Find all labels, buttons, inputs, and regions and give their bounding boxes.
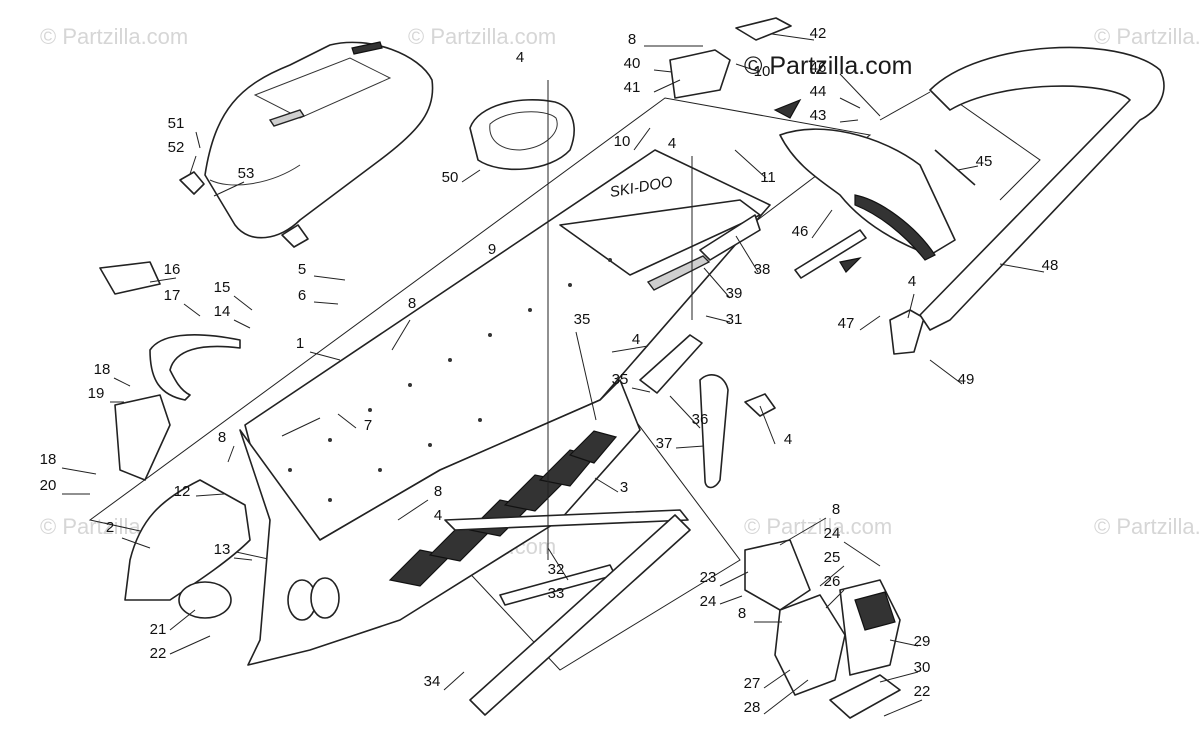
callout-label: 25 xyxy=(824,549,841,566)
callout-label: 10 xyxy=(754,63,771,80)
callout-label: 34 xyxy=(424,673,441,690)
callout-label: 24 xyxy=(700,593,717,610)
watermark: © Partzilla.com xyxy=(408,24,556,49)
callout-label: 37 xyxy=(656,435,673,452)
callout-label: 31 xyxy=(726,311,743,328)
callout-label: 48 xyxy=(1042,257,1059,274)
watermark: © Partzilla.com xyxy=(1094,514,1200,539)
watermark: © Partzilla.com xyxy=(40,24,188,49)
callout-label: 36 xyxy=(692,411,709,428)
seat xyxy=(179,41,434,248)
callout-label: 45 xyxy=(976,153,993,170)
callout-label: 38 xyxy=(754,261,771,278)
callout-label: 29 xyxy=(914,633,931,650)
callout-label: 40 xyxy=(624,55,641,72)
callout-label: 8 xyxy=(832,501,840,518)
callout-label: 49 xyxy=(958,371,975,388)
callout-label: 20 xyxy=(40,477,57,494)
callout-label: 7 xyxy=(364,417,372,434)
callout-label: 50 xyxy=(442,169,459,186)
callout-label: 28 xyxy=(744,699,761,716)
callout-label: 8 xyxy=(628,31,636,48)
callout-label: 4 xyxy=(784,431,792,448)
callout-label: 27 xyxy=(744,675,761,692)
storage-bag xyxy=(469,99,575,171)
callout-label: 6 xyxy=(298,287,306,304)
callout-label: 8 xyxy=(408,295,416,312)
callout-label: 1 xyxy=(296,335,304,352)
callout-label: 41 xyxy=(624,79,641,96)
callout-label: 10 xyxy=(614,133,631,150)
tunnel-cooler-fins xyxy=(388,430,618,587)
callout-label: 3 xyxy=(620,479,628,496)
callout-label: 43 xyxy=(810,107,827,124)
callout-label: 44 xyxy=(810,83,827,100)
callout-label: 47 xyxy=(838,315,855,332)
watermark: © Partzilla.com xyxy=(1094,24,1200,49)
callout-label: 46 xyxy=(792,223,809,240)
callout-label: 53 xyxy=(238,165,255,182)
left-brackets xyxy=(99,261,925,619)
callout-label: 9 xyxy=(488,241,496,258)
callout-label: 19 xyxy=(88,385,105,402)
callout-labels: 1234444445678888889101011121314151617181… xyxy=(40,25,1059,716)
callout-label: 30 xyxy=(914,659,931,676)
callout-label: 22 xyxy=(150,645,167,662)
callout-label: 52 xyxy=(168,139,185,156)
callout-label: 24 xyxy=(824,525,841,542)
callout-label: 33 xyxy=(548,585,565,602)
callout-label: 42 xyxy=(810,25,827,42)
tunnel-assembly: SKI-DOO xyxy=(239,149,771,666)
callout-label: 5 xyxy=(298,261,306,278)
watermark: © Partzilla.com xyxy=(744,514,892,539)
callout-label: 22 xyxy=(914,683,931,700)
callout-label: 4 xyxy=(908,273,916,290)
leader-lines xyxy=(61,33,1045,717)
callout-label: 32 xyxy=(548,561,565,578)
callout-label: 51 xyxy=(168,115,185,132)
callout-label: 17 xyxy=(164,287,181,304)
callout-label: 39 xyxy=(726,285,743,302)
callout-label: 18 xyxy=(40,451,57,468)
callout-label: 23 xyxy=(700,569,717,586)
callout-label: 16 xyxy=(164,261,181,278)
callout-label: 4 xyxy=(434,507,442,524)
callout-label: 8 xyxy=(434,483,442,500)
callout-label: 21 xyxy=(150,621,167,638)
callout-label: 35 xyxy=(612,371,629,388)
callout-label: 35 xyxy=(574,311,591,328)
callout-label: 14 xyxy=(214,303,231,320)
callout-label: 4 xyxy=(668,135,676,152)
callout-label: 12 xyxy=(174,483,191,500)
callout-label: 46 xyxy=(810,59,827,76)
callout-label: 4 xyxy=(516,49,524,66)
callout-label: 11 xyxy=(760,169,776,186)
callout-label: 26 xyxy=(824,573,841,590)
callout-label: 15 xyxy=(214,279,231,296)
callout-label: 8 xyxy=(218,429,226,446)
brand-watermark: © Partzilla.com xyxy=(744,52,912,80)
callout-label: 2 xyxy=(106,519,114,536)
callout-label: 18 xyxy=(94,361,111,378)
running-board-and-side-parts xyxy=(444,334,901,719)
rear-flap-and-bumper xyxy=(669,17,1165,331)
callout-label: 13 xyxy=(214,541,231,558)
callout-label: 8 xyxy=(738,605,746,622)
callout-label: 4 xyxy=(632,331,640,348)
